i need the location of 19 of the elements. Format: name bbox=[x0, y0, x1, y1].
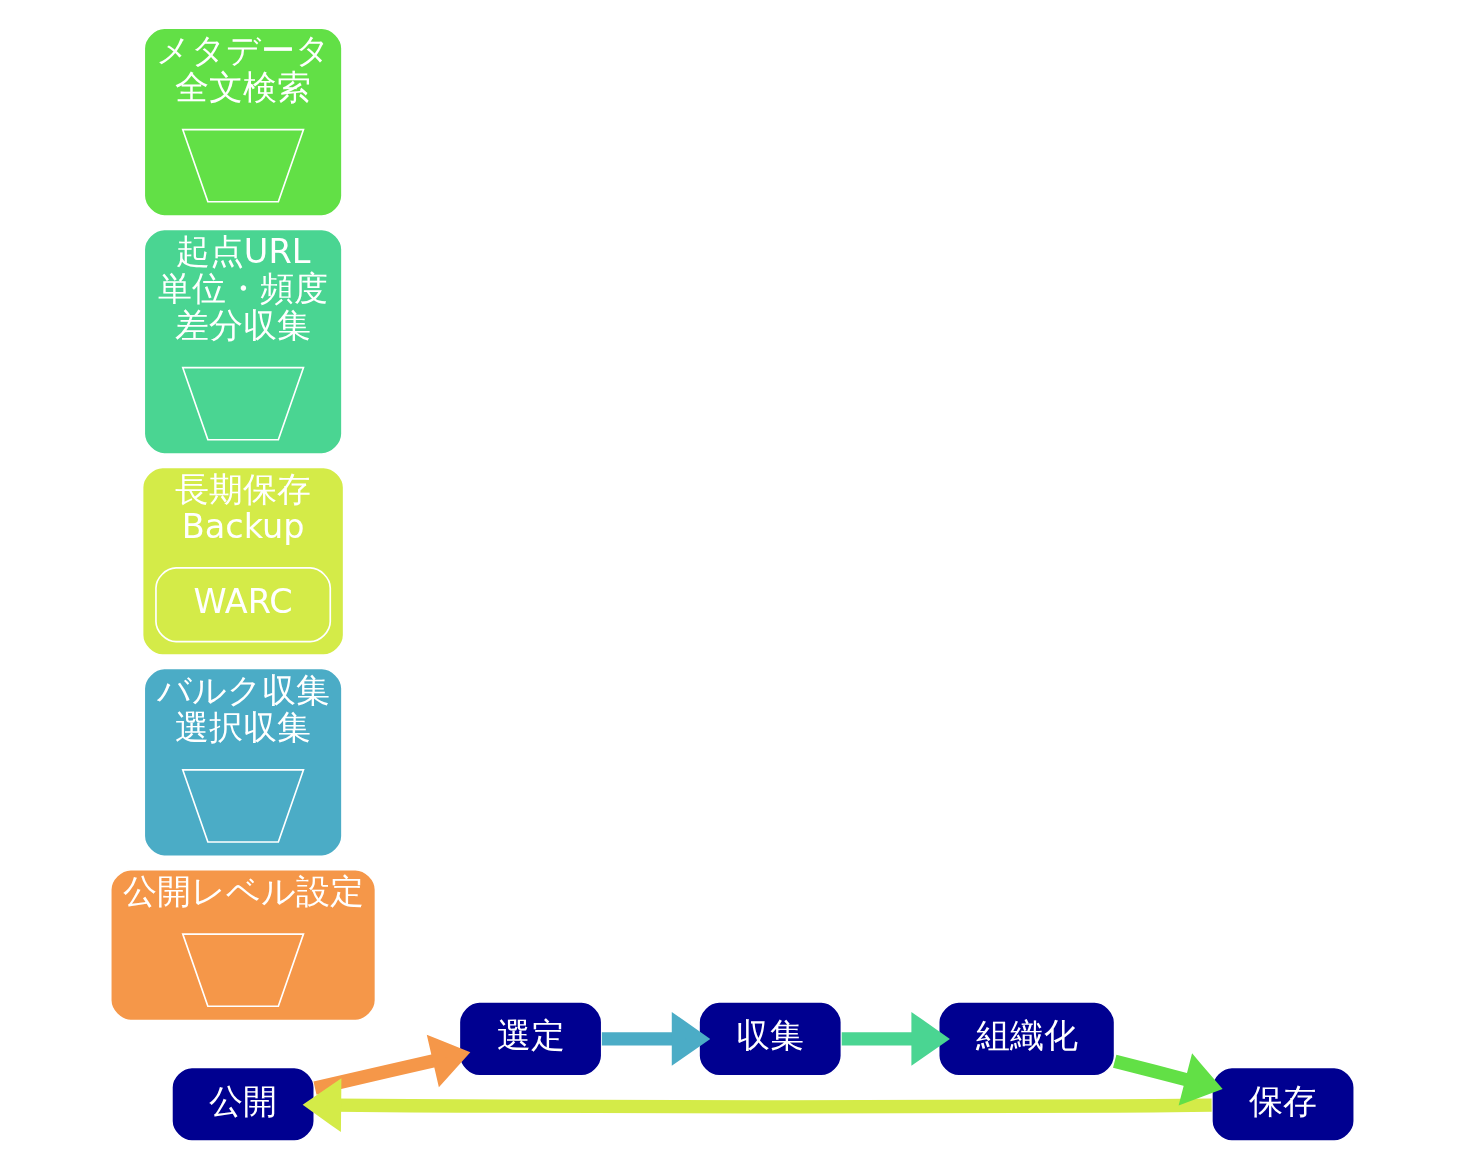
arrow bbox=[841, 1011, 950, 1066]
arrow bbox=[1112, 1053, 1223, 1106]
node-wedge bbox=[181, 366, 305, 441]
cluster: バルク収集 選択収集 bbox=[142, 667, 343, 858]
node-box: 収集 bbox=[697, 1001, 842, 1077]
cluster: メタデータ 全文検索 bbox=[142, 27, 343, 217]
cluster: 公開レベル設定 bbox=[109, 868, 376, 1022]
arrow bbox=[313, 1034, 470, 1095]
node-box: 公開 bbox=[170, 1066, 315, 1142]
arrow bbox=[302, 1078, 1212, 1133]
node-wedge bbox=[181, 769, 305, 843]
node-box: 組織化 bbox=[937, 1001, 1115, 1077]
node-wedge bbox=[181, 933, 305, 1008]
node-box: WARC bbox=[154, 567, 331, 643]
node-box: 保存 bbox=[1210, 1066, 1355, 1142]
node-box: 選定 bbox=[457, 1001, 603, 1077]
node-wedge bbox=[181, 128, 305, 203]
arrow bbox=[601, 1011, 710, 1066]
cluster: 起点URL 単位・頻度 差分収集 bbox=[142, 228, 343, 455]
